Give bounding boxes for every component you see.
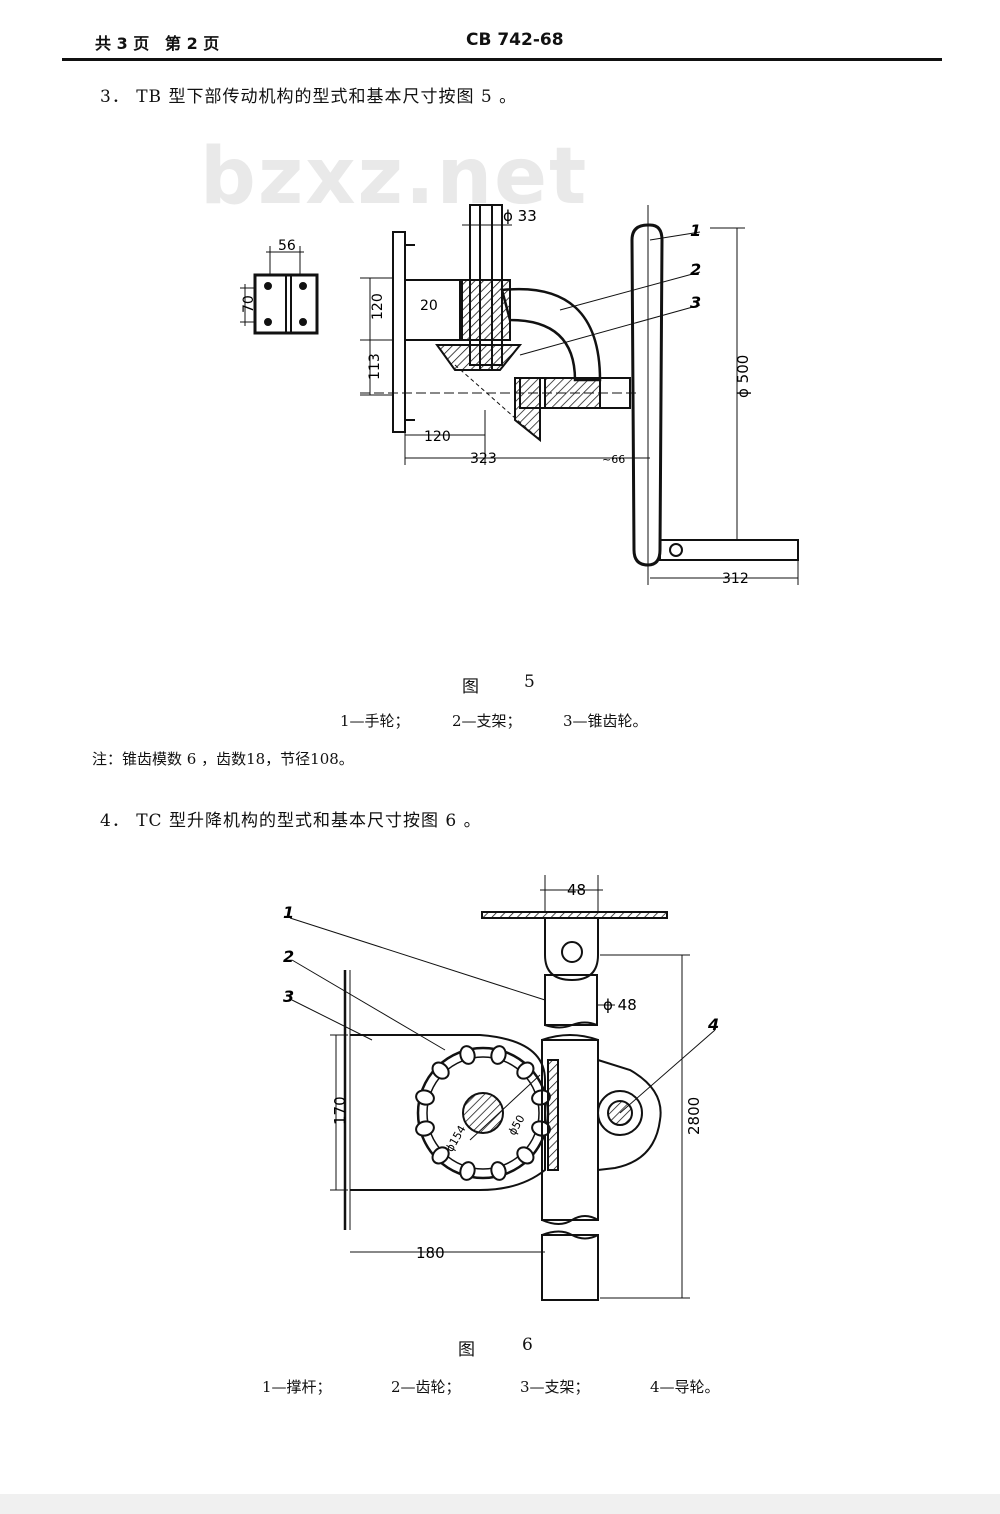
figure-6-legend-1: 1—撑杆； [262,1378,332,1396]
bracket-plate [240,246,319,335]
horizontal-shaft [360,377,640,409]
gear-tooth [490,1161,507,1181]
figure-5-caption-number: 5 [524,672,536,692]
figure-6-caption-number: 6 [522,1335,534,1355]
dim-70: 70 [241,295,257,313]
page-bottom-strip [0,1494,1000,1514]
gear-tooth [415,1120,435,1137]
dim-120-vertical: 120 [370,293,386,320]
mounting-flange [360,231,461,433]
dim-56: 56 [278,238,296,254]
callout-2: 2 [690,260,701,279]
gear-tooth [516,1061,535,1080]
callout-3: 3 [690,293,701,312]
gear-tooth [431,1061,450,1080]
dim-312: 312 [722,571,749,587]
dim-phi154: ϕ154 [443,1123,468,1154]
gear-tooth [459,1161,476,1181]
dim-phi500: ϕ 500 [734,355,752,398]
figure-6-drawing: 48 ϕ 48 170 180 2800 ϕ154 ϕ50 1 2 3 4 [283,875,719,1301]
dim-2800: 2800 [685,1097,703,1135]
watermark: bzxz.net [200,132,589,222]
dim-323: 323 [470,451,497,467]
page-number: 第 2 页 [165,34,220,53]
handwheel [630,205,799,585]
dim-48: 48 [567,881,586,899]
gear-tooth [490,1045,507,1065]
figure-5-legend-1: 1—手轮； [340,712,410,730]
figure-5-legend-3: 3—锥齿轮。 [563,712,648,730]
callout-1: 1 [283,903,294,922]
dim-20: 20 [420,298,438,314]
callout-4: 4 [707,1015,719,1034]
callout-1: 1 [690,221,701,240]
gear-tooth [431,1146,450,1165]
dim-66: ~66 [602,453,625,466]
dim-180: 180 [416,1244,445,1262]
header-rule [62,58,942,61]
figure-6-legend-4: 4—导轮。 [650,1378,720,1396]
section-3-text: 3． TB 型下部传动机构的型式和基本尺寸按图 5 。 [100,87,518,107]
dim-phi33: ϕ 33 [503,207,537,225]
dim-113: 113 [367,353,383,380]
figure-6-legend-2: 2—齿轮； [391,1378,461,1396]
figure-6-legend-3: 3—支架； [520,1378,590,1396]
figure-5-caption-label: 图 [462,677,480,697]
figure-6-caption-label: 图 [458,1340,476,1360]
figure-5-drawing: 56 70 120 113 20 ϕ 33 ϕ 500 120 323 ~66 … [240,204,799,587]
standard-number: CB 742-68 [466,30,564,50]
gear-tooth [459,1045,476,1065]
callout-2: 2 [283,947,294,966]
gear-tooth [516,1146,535,1165]
figure-5-legend-2: 2—支架； [452,712,522,730]
dim-120-horizontal: 120 [424,429,451,445]
section-4-text: 4． TC 型升降机构的型式和基本尺寸按图 6 。 [100,811,482,831]
note: 注：锥齿模数 6 ，齿数18，节径108。 [92,750,354,768]
gear-tooth [415,1089,435,1106]
dim-phi48: ϕ 48 [603,996,637,1014]
dim-170: 170 [331,1096,349,1125]
dim-phi50: ϕ50 [506,1113,528,1138]
callout-3: 3 [283,987,294,1006]
page-count: 共 3 页 [95,34,150,53]
